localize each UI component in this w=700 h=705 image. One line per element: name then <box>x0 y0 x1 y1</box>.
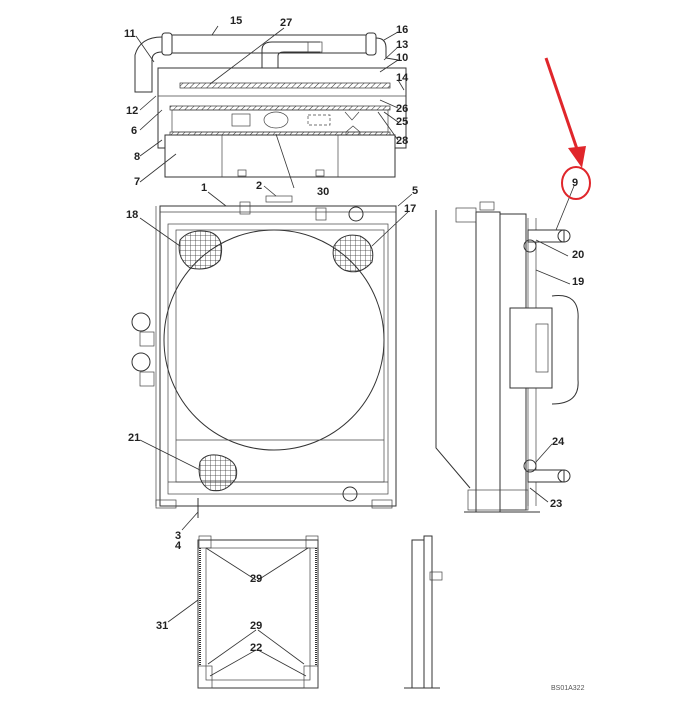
callout-13: 13 <box>396 39 409 51</box>
top-view <box>134 32 407 178</box>
callout-26: 26 <box>396 103 409 115</box>
callout-29-bottom: 29 <box>250 620 263 632</box>
callout-6: 6 <box>131 125 138 137</box>
callout-18: 18 <box>126 209 139 221</box>
core-frame-view <box>197 535 319 689</box>
leader-lines <box>135 25 575 677</box>
callout-3: 3 <box>175 530 182 542</box>
side-bracket-view <box>404 535 443 689</box>
callout-16: 16 <box>396 24 409 36</box>
callout-23: 23 <box>550 498 563 510</box>
callout-2: 2 <box>256 180 263 192</box>
front-view <box>131 195 397 518</box>
callout-15: 15 <box>230 15 243 27</box>
callout-31: 31 <box>156 620 169 632</box>
side-view <box>435 201 579 513</box>
callout-17: 17 <box>404 203 417 215</box>
callout-29-top: 29 <box>250 573 263 585</box>
callout-22: 22 <box>250 642 263 654</box>
callout-25: 25 <box>396 116 409 128</box>
callout-30: 30 <box>317 186 330 198</box>
drawing-code: BS01A322 <box>551 685 585 692</box>
callout-28: 28 <box>396 135 409 147</box>
highlight-marker <box>544 57 591 200</box>
callout-11: 11 <box>124 28 136 40</box>
callout-1: 1 <box>201 182 208 194</box>
callout-5: 5 <box>412 185 419 197</box>
callout-20: 20 <box>572 249 585 261</box>
callout-12: 12 <box>126 105 139 117</box>
callout-7: 7 <box>134 176 141 188</box>
callout-19: 19 <box>572 276 585 288</box>
callout-27: 27 <box>280 17 293 29</box>
callout-10: 10 <box>396 52 409 64</box>
callout-9[interactable]: 9 <box>572 177 579 189</box>
callout-4: 4 <box>175 540 182 552</box>
callout-8: 8 <box>134 151 141 163</box>
callout-14: 14 <box>396 72 409 84</box>
callout-21: 21 <box>128 432 141 444</box>
callout-24: 24 <box>552 436 565 448</box>
